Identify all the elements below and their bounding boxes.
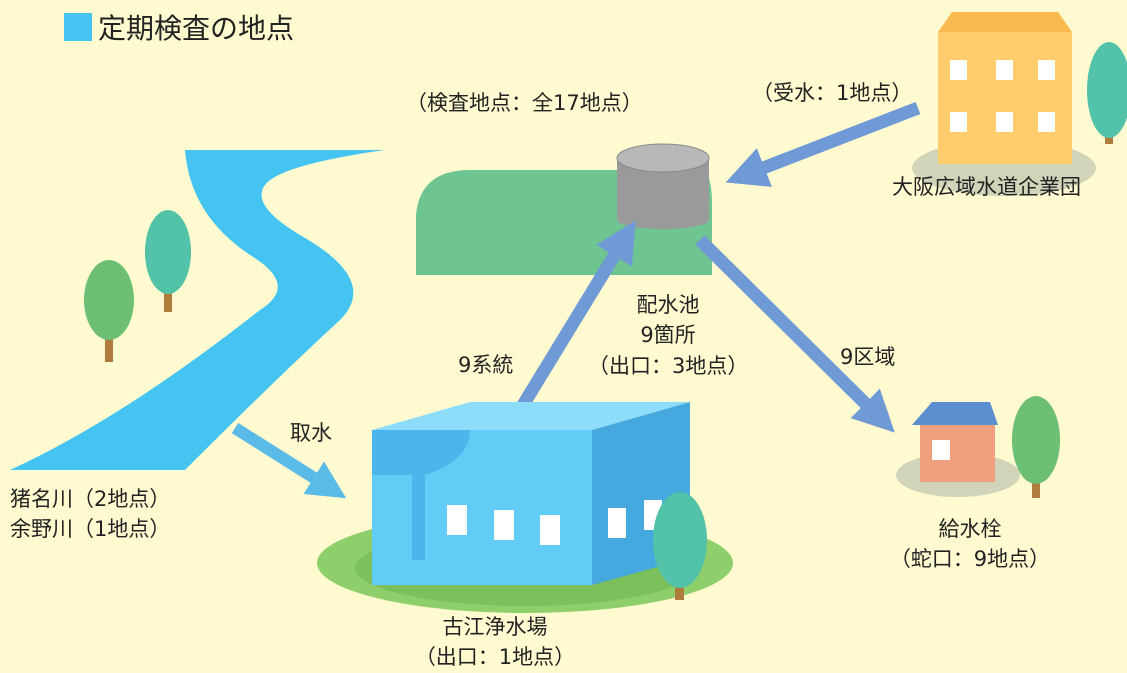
reservoir-name: 配水池 [636, 293, 700, 317]
plant-points: （出口：1地点） [414, 645, 576, 670]
supplier-building [912, 12, 1096, 196]
title-marker [64, 13, 92, 41]
tree-left-1 [84, 260, 134, 362]
hydrant-points: （蛇口：9地点） [889, 547, 1051, 572]
zones-label: 9区域 [840, 345, 896, 369]
arrow-zones [695, 235, 895, 433]
hydrant-house [912, 402, 998, 482]
reservoir-label: 配水池 9箇所 （出口：3地点） [588, 290, 748, 381]
river-ina: 猪名川（2地点） [10, 487, 171, 511]
river [10, 150, 385, 470]
tree-plant [653, 492, 707, 600]
tree-house [1012, 396, 1060, 498]
page-title: 定期検査の地点 [98, 12, 295, 45]
plant-label: 古江浄水場 （出口：1地点） [400, 612, 590, 673]
systems-label: 9系統 [458, 353, 514, 377]
intake-label: 取水 [290, 421, 332, 445]
hydrant-label: 給水栓 （蛇口：9地点） [880, 514, 1060, 575]
plant-building [372, 402, 690, 585]
hydrant-name: 給水栓 [938, 517, 1002, 541]
reservoir-points: （出口：3地点） [588, 353, 749, 378]
reservoir-tank [616, 143, 710, 229]
supplier-label: 大阪広域水道企業団 [892, 175, 1081, 199]
river-yono: 余野川（1地点） [10, 517, 171, 542]
reservoir-count: 9箇所 [640, 323, 696, 348]
inspection-total-label: （検査地点：全17地点） [406, 91, 643, 115]
arrow-systems [514, 220, 636, 414]
rivers-label: 猪名川（2地点） 余野川（1地点） [10, 484, 170, 545]
plant-name: 古江浄水場 [442, 615, 548, 639]
tree-supplier [1087, 42, 1127, 144]
receive-label: （受水：1地点） [752, 81, 913, 105]
tree-left-2 [145, 210, 191, 312]
arrow-intake [231, 422, 347, 499]
arrow-receive [725, 101, 921, 187]
diagram-title: 定期検査の地点 [64, 10, 295, 45]
